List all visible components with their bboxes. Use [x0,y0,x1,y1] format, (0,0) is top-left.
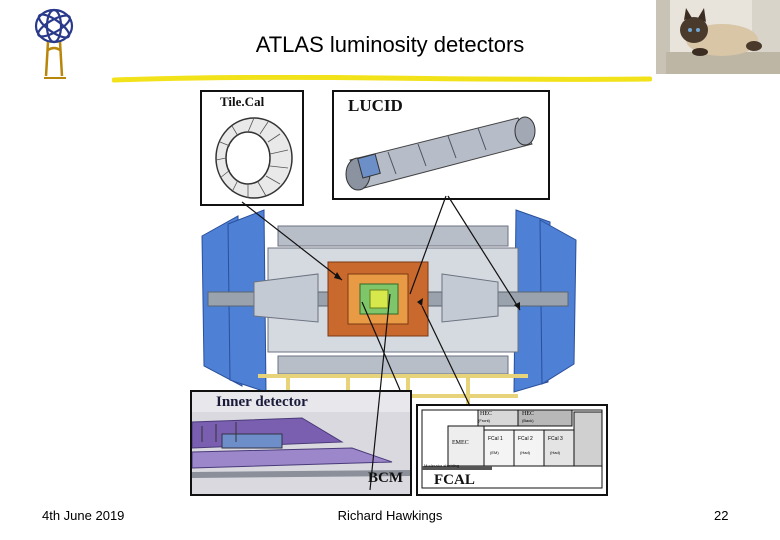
callout-lines [241,195,521,491]
cat-photo [656,0,780,74]
fcal1-sub: (EM) [490,450,499,455]
fcal-hec-front: HEC [480,411,492,417]
inner-detector-drawing [192,412,410,494]
footer-author: Richard Hawkings [337,508,443,523]
fcal-diagram-frame [421,409,603,489]
fcal-hec-front-sub: (Front) [478,418,490,423]
footer-date: 4th June 2019 [42,508,125,523]
detector-figure: Tile.Cal LUCID Inner detector [190,88,610,496]
lucid-panel: LUCID [332,90,550,200]
inner-detector-label: Inner detector [216,394,308,410]
fcal-hec-back: HEC [522,411,534,417]
fcal3-sub: (Had) [550,450,561,455]
atlas-logo [22,4,86,80]
tilecal-label: Tile.Cal [220,94,265,109]
lucid-drawing [345,116,536,191]
fcal2-label: FCal 2 [518,436,533,442]
fcal-emec: EMEC [452,440,469,446]
bcm-label: BCM [368,470,403,486]
tilecal-drawing [215,117,293,199]
title-underline [111,70,653,83]
fcal-label: FCAL [434,472,475,488]
fcal-hec-back-sub: (Back) [522,418,534,423]
fcal3-label: FCal 3 [548,436,563,442]
fcal2-sub: (Had) [520,450,531,455]
fcal-moderator: Moderator shielding [424,463,460,468]
slide-title: ATLAS luminosity detectors [255,32,525,57]
tilecal-panel: Tile.Cal [200,90,304,206]
fcal-panel: HEC (Front) HEC (Back) EMEC FCal 1 (EM) … [416,404,608,496]
fcal1-label: FCal 1 [488,436,503,442]
page-number: 22 [714,508,729,523]
lucid-label: LUCID [348,96,403,115]
inner-detector-panel: Inner detector BCM [190,390,412,496]
